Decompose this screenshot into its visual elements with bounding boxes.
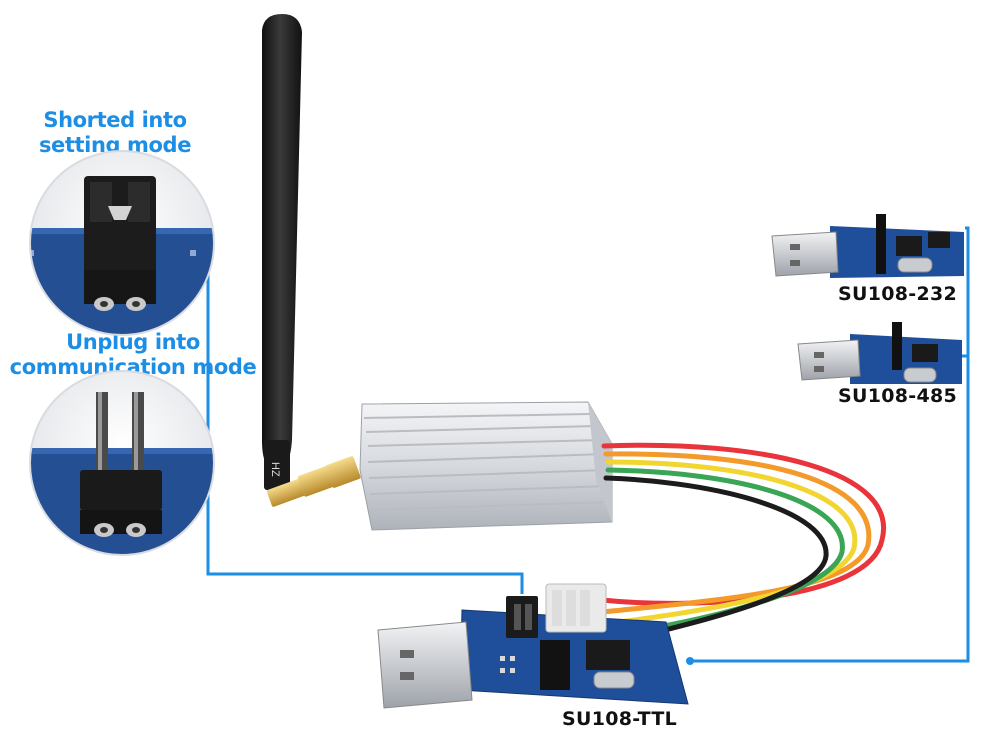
su108-ttl-board [377,583,689,709]
cable-bundle [597,442,887,649]
callout-dot [686,657,694,665]
antenna: HZ [262,14,361,507]
jumper-unplugged-closeup [29,370,215,556]
su108-ttl-label: SU108-TTL [562,708,678,730]
jumper-shorted-closeup [29,150,215,336]
su108-485-board [797,322,962,384]
su108-485-label: SU108-485 [838,385,958,407]
antenna-marking: HZ [269,462,281,477]
setting-mode-caption-line1: Shorted into [43,108,187,132]
su108-232-label: SU108-232 [838,283,958,305]
communication-mode-caption: Unplug into communication mode [8,330,258,380]
radio-module-enclosure [359,401,613,531]
su108-232-board [771,214,964,278]
setting-mode-caption: Shorted into setting mode [30,108,200,158]
